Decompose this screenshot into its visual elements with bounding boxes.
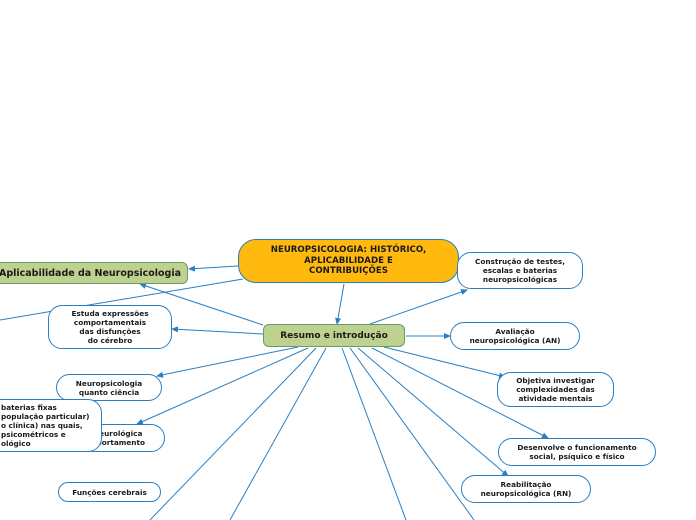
link-resumo-objetiva xyxy=(383,346,506,379)
link-resumo-aplicabilidade xyxy=(139,283,264,326)
subtopic-objetiva-investigar[interactable]: Objetiva investigar complexidades das at… xyxy=(497,372,614,407)
link-resumo-desenvolve xyxy=(371,347,549,439)
link-resumo-construcao xyxy=(369,289,468,325)
topic-aplicabilidade[interactable]: Aplicabilidade da Neuropsicologia xyxy=(0,262,188,284)
link-resumo-reabilitacao xyxy=(357,347,509,477)
link-central-aplicabilidade xyxy=(188,265,239,272)
central-topic[interactable]: NEUROPSICOLOGIA: HISTÓRICO, APLICABILIDA… xyxy=(238,239,459,283)
subtopic-construcao-testes[interactable]: Construção de testes, escalas e baterias… xyxy=(457,252,583,289)
link-central-resumo xyxy=(335,283,345,325)
subtopic-reabilitacao-neuropsicologica[interactable]: Reabilitação neuropsicológica (RN) xyxy=(461,475,591,503)
topic-resumo-introducao[interactable]: Resumo e introdução xyxy=(263,324,405,347)
subtopic-desenvolve-funcionamento[interactable]: Desenvolve o funcionamento social, psíqu… xyxy=(498,438,656,466)
link-resumo-offscreen-1 xyxy=(149,347,317,520)
link-resumo-estuda xyxy=(171,326,264,335)
subtopic-estuda-expressoes[interactable]: Estuda expressões comportamentais das di… xyxy=(48,305,172,349)
subtopic-avaliacao-neuropsicologica[interactable]: Avaliação neuropsicológica (AN) xyxy=(450,322,580,350)
link-resumo-offscreen-2 xyxy=(229,347,327,520)
link-resumo-quanto-ciencia xyxy=(156,346,299,378)
link-central-offscreen-left xyxy=(0,278,244,321)
link-resumo-neurologica xyxy=(136,347,309,425)
link-resumo-offscreen-3 xyxy=(341,347,407,520)
subtopic-quanto-ciencia[interactable]: Neuropsicologia quanto ciência xyxy=(56,374,162,401)
subtopic-funcoes-cerebrais[interactable]: Funções cerebrais xyxy=(58,482,161,502)
link-resumo-offscreen-4 xyxy=(349,347,475,520)
subtopic-baterias-fixas[interactable]: baterias fixas população particular) o c… xyxy=(0,399,102,452)
